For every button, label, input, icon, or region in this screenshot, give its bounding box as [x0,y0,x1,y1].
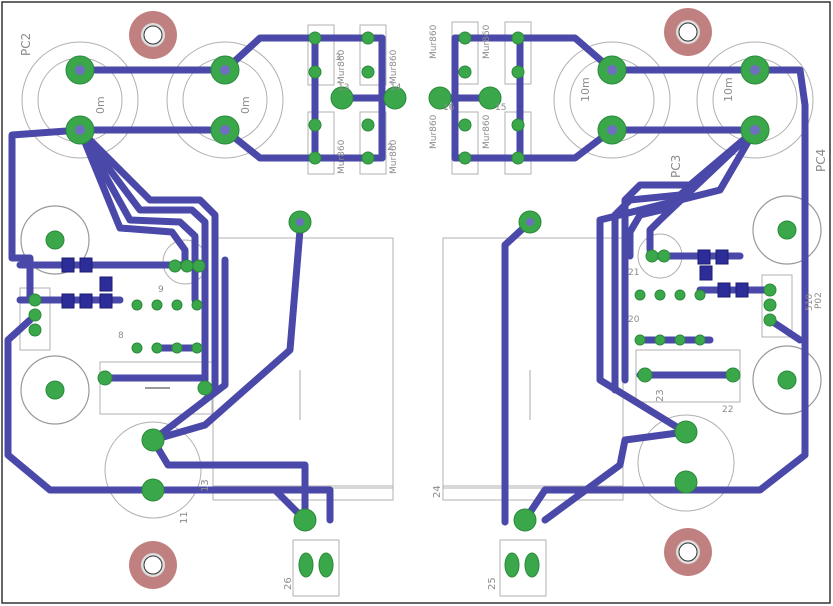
label-510: 510 [805,294,815,311]
label-mur-1: Mur860 [337,49,347,84]
label-num-26: 26 [283,577,294,590]
label-num-13b: 13 [200,479,211,492]
label-num-13: 13 [338,83,349,93]
label-mur-3: Mur860 [337,139,347,174]
label-mur-8: Mur860 [482,114,492,149]
label-pc2: PC2 [19,33,33,56]
label-cap-left-b: 0m [239,96,252,114]
label-num-11: 11 [179,511,190,524]
label-cap-right-a: 10m [579,77,592,102]
label-num-20: 20 [628,315,640,325]
label-num-15: 15 [495,103,506,113]
label-cap-left-a: 0m [94,96,107,114]
copper-traces [4,34,809,526]
label-pc3: PC3 [669,155,683,178]
smd-pads [61,249,749,309]
label-mur-4: Mur860 [389,139,399,174]
label-num-2: 2 [387,143,393,153]
label-mur-6: Mur860 [482,24,492,59]
label-pc4: PC4 [814,149,828,172]
label-num-21: 21 [628,268,639,278]
label-cap-right-b: 10m [722,77,735,102]
through-hole-pads [28,31,797,578]
label-num-16: 16 [443,103,455,113]
label-num-9: 9 [158,285,164,295]
label-num-3: 3 [335,53,341,63]
label-mur-5: Mur860 [429,24,439,59]
label-mur-2: Mur860 [389,49,399,84]
label-num-24: 24 [432,485,443,498]
mounting-holes [129,8,712,589]
label-num-23: 23 [655,389,666,402]
label-num-8: 8 [118,331,124,341]
label-num-22: 22 [722,405,733,415]
label-mur-7: Mur860 [429,114,439,149]
heatsinks [20,195,822,425]
label-num-25: 25 [487,577,498,590]
silk-labels: PC2 0m 0m 10m 10m PC3 PC4 Mur860 Mur860 … [19,24,828,590]
label-p02: P02 [814,292,824,309]
label-num-14: 14 [390,83,402,93]
